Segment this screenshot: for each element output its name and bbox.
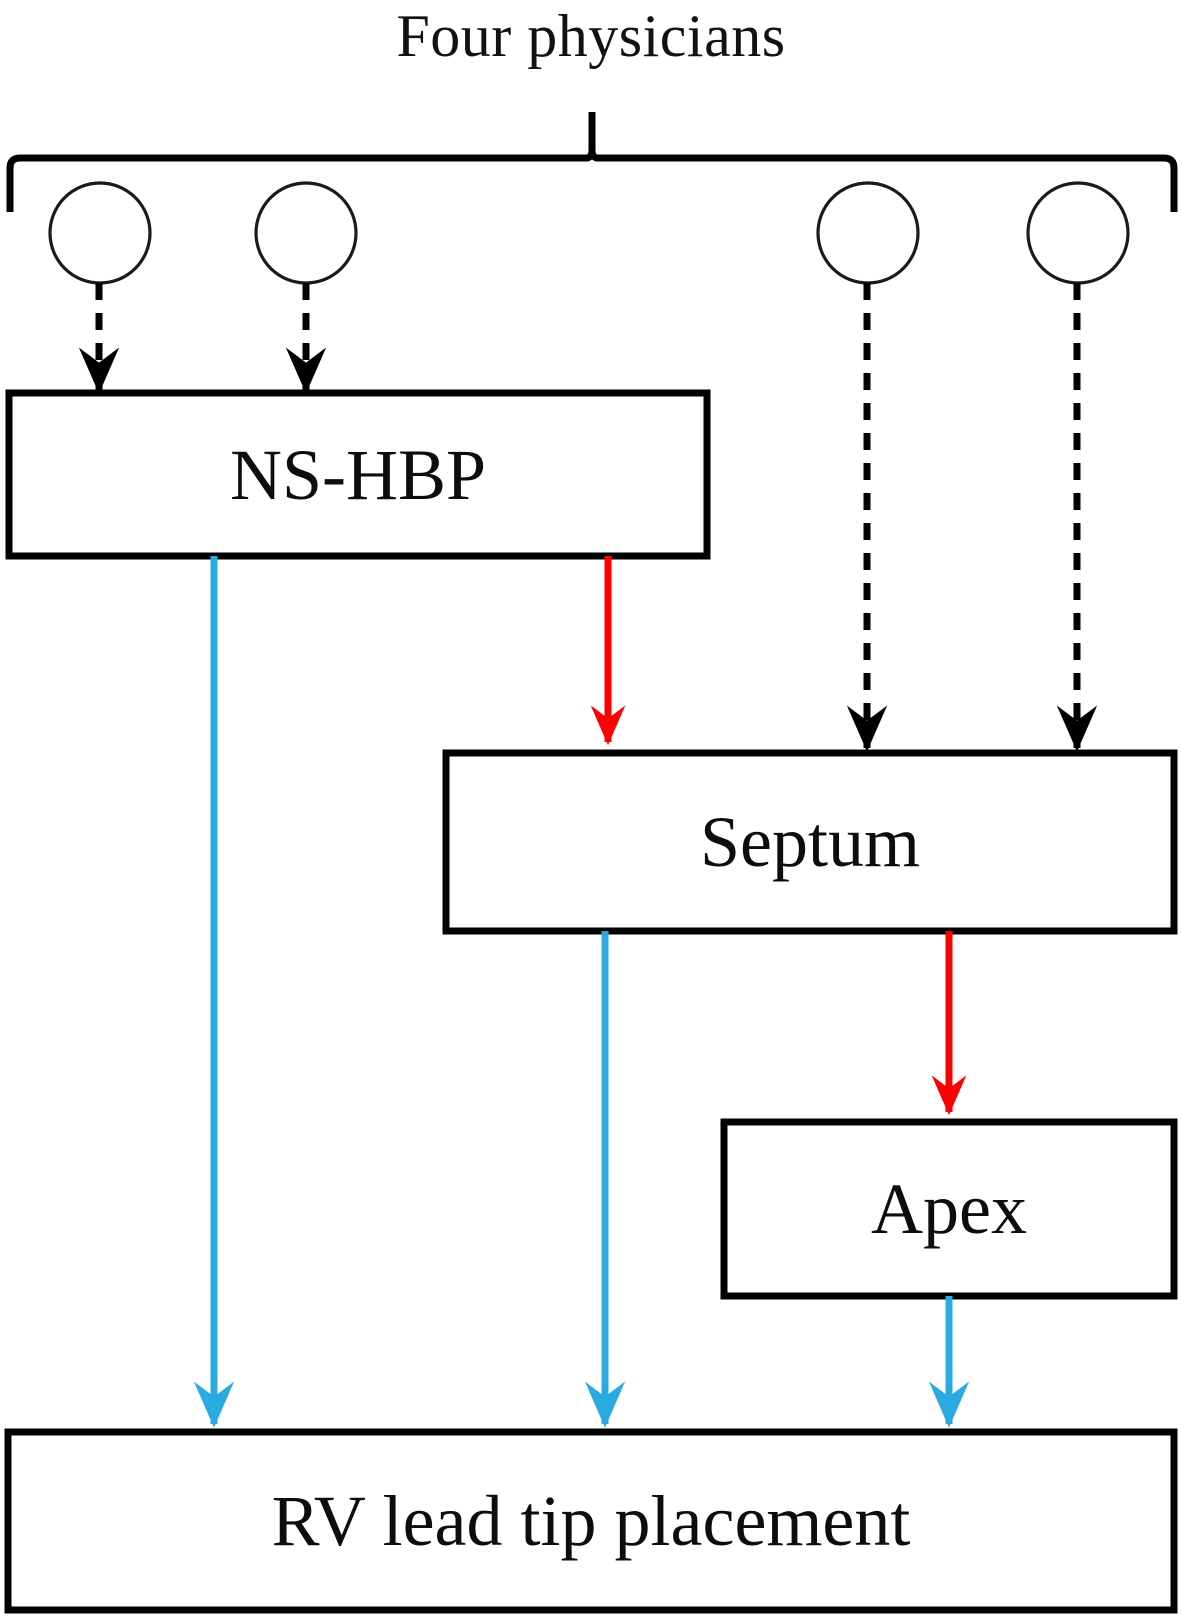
- physicians-group-brace: [6, 112, 1178, 212]
- node-label-wrap-apex: Apex: [724, 1122, 1174, 1296]
- physician-circle-4[interactable]: [1026, 181, 1130, 285]
- node-label-wrap-septum: Septum: [446, 753, 1174, 931]
- node-label-wrap-rv-lead-tip: RV lead tip placement: [8, 1432, 1174, 1610]
- node-box-septum[interactable]: [442, 749, 1178, 935]
- node-label-apex: Apex: [871, 1169, 1027, 1249]
- node-box-rv-lead-tip[interactable]: [4, 1428, 1178, 1614]
- node-label-rv-lead-tip: RV lead tip placement: [271, 1481, 911, 1561]
- node-box-ns-hbp[interactable]: [5, 389, 711, 560]
- diagram-title: Four physicians: [396, 3, 786, 69]
- physician-circle-1[interactable]: [48, 181, 152, 285]
- physician-circles: [48, 181, 1130, 285]
- node-label-wrap-ns-hbp: NS-HBP: [9, 393, 707, 556]
- physician-circle-3[interactable]: [816, 181, 920, 285]
- node-label-ns-hbp: NS-HBP: [229, 434, 487, 515]
- dashed-connectors-to-ns-hbp: [78, 283, 327, 394]
- node-label-septum: Septum: [699, 802, 920, 882]
- physician-circle-2[interactable]: [254, 181, 358, 285]
- node-box-apex[interactable]: [720, 1118, 1178, 1300]
- dashed-connectors-to-septum: [846, 283, 1098, 752]
